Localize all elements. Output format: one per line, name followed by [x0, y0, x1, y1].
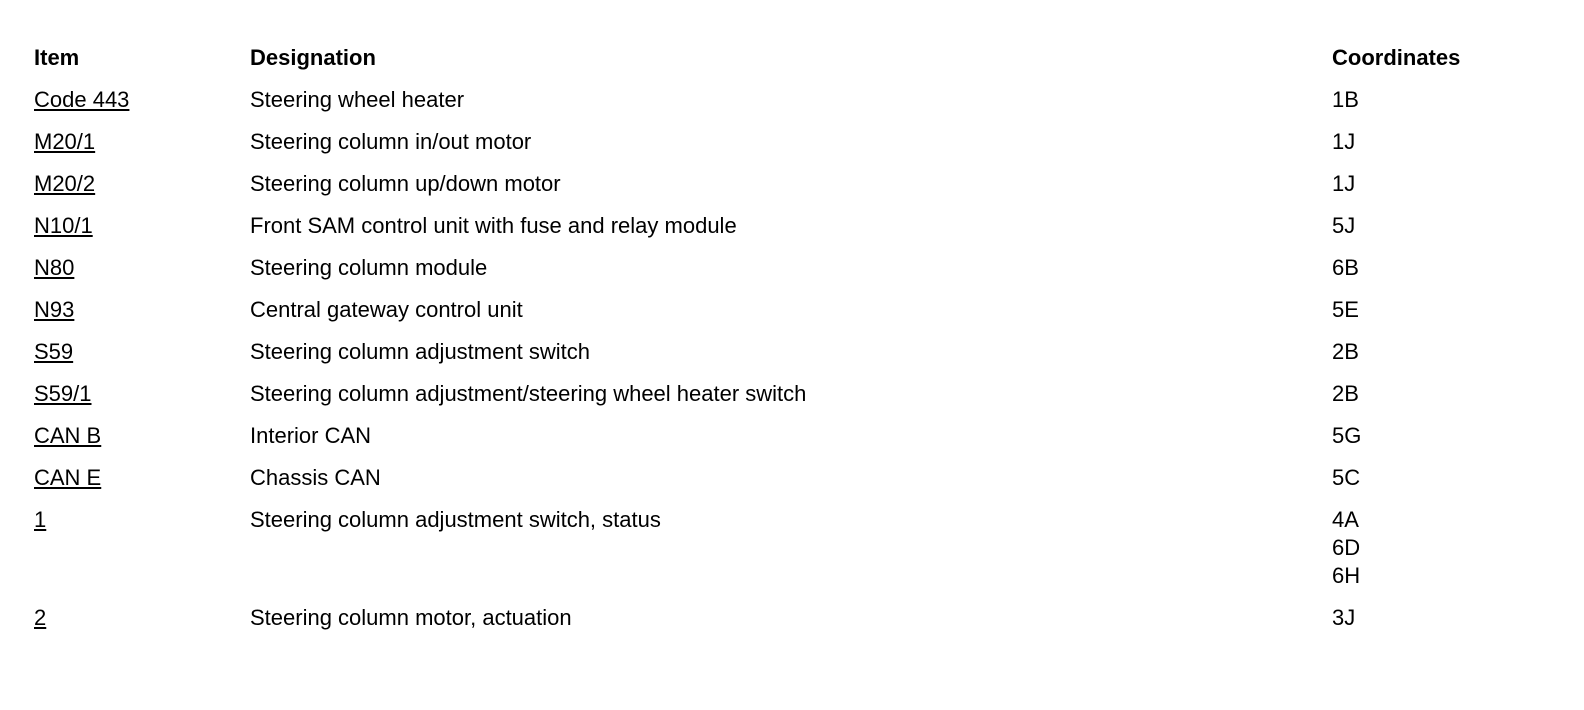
- coordinates-cell: 1J: [1332, 170, 1534, 212]
- item-cell: CAN B: [34, 422, 250, 464]
- item-link[interactable]: CAN E: [34, 465, 102, 490]
- designation-cell: Steering column in/out motor: [250, 129, 532, 154]
- coordinate-value: 1J: [1332, 171, 1356, 196]
- item-link[interactable]: M20/1: [34, 129, 96, 154]
- item-link[interactable]: S59/1: [34, 381, 92, 406]
- item-link[interactable]: N10/1: [34, 213, 93, 238]
- designation-cell: Interior CAN: [250, 423, 372, 448]
- column-header-coordinates: Coordinates: [1332, 45, 1461, 70]
- coordinate-value: 2B: [1332, 339, 1359, 364]
- table-row: 1 Steering column adjustment switch, stat…: [34, 506, 1534, 604]
- designation-cell: Steering column motor, actuation: [250, 605, 572, 630]
- item-link[interactable]: S59: [34, 339, 74, 364]
- item-link[interactable]: N80: [34, 255, 75, 280]
- table-row: N10/1 Front SAM control unit with fuse an…: [34, 212, 1534, 254]
- item-cell: S59/1: [34, 380, 250, 422]
- coordinate-value: 5E: [1332, 297, 1359, 322]
- designation-cell: Front SAM control unit with fuse and rel…: [250, 213, 737, 238]
- table-row: M20/1 Steering column in/out motor 1J: [34, 128, 1534, 170]
- table-row: S59/1 Steering column adjustment/steering…: [34, 380, 1534, 422]
- item-link[interactable]: Code 443: [34, 87, 130, 112]
- designation-cell: Steering column adjustment switch, statu…: [250, 507, 661, 532]
- item-cell: Code 443: [34, 86, 250, 128]
- item-cell: M20/1: [34, 128, 250, 170]
- column-header-designation: Designation: [250, 45, 376, 70]
- table-row: 2 Steering column motor, actuation 3J: [34, 604, 1534, 646]
- coordinate-value: 1J: [1332, 129, 1356, 154]
- item-cell: N10/1: [34, 212, 250, 254]
- designation-cell: Chassis CAN: [250, 465, 381, 490]
- table-row: CAN B Interior CAN 5G: [34, 422, 1534, 464]
- designation-cell: Steering column adjustment/steering whee…: [250, 381, 807, 406]
- coordinate-value: 5G: [1332, 423, 1362, 448]
- item-cell: 2: [34, 604, 250, 646]
- header-row: Item Designation Coordinates: [34, 44, 1534, 86]
- table-row: M20/2 Steering column up/down motor 1J: [34, 170, 1534, 212]
- item-cell: N93: [34, 296, 250, 338]
- coordinates-cell: 6B: [1332, 254, 1534, 296]
- item-cell: CAN E: [34, 464, 250, 506]
- coordinates-cell: 1J: [1332, 128, 1534, 170]
- designation-cell: Steering column up/down motor: [250, 171, 561, 196]
- coordinates-cell: 5E: [1332, 296, 1534, 338]
- table-row: Code 443 Steering wheel heater 1B: [34, 86, 1534, 128]
- designation-cell: Steering column module: [250, 255, 488, 280]
- coordinate-value: 2B: [1332, 381, 1359, 406]
- coordinate-value: 1B: [1332, 87, 1359, 112]
- coordinate-value: 3J: [1332, 605, 1356, 630]
- coordinates-cell: 4A 6D 6H: [1332, 506, 1534, 604]
- coordinate-value: 5C: [1332, 465, 1361, 490]
- coordinates-cell: 2B: [1332, 380, 1534, 422]
- item-link[interactable]: 2: [34, 605, 47, 630]
- item-cell: N80: [34, 254, 250, 296]
- item-cell: 1: [34, 506, 250, 604]
- item-link[interactable]: M20/2: [34, 171, 96, 196]
- coordinates-cell: 2B: [1332, 338, 1534, 380]
- table-row: N93 Central gateway control unit 5E: [34, 296, 1534, 338]
- coordinates-cell: 3J: [1332, 604, 1534, 646]
- item-cell: S59: [34, 338, 250, 380]
- item-link[interactable]: N93: [34, 297, 75, 322]
- coordinates-cell: 5C: [1332, 464, 1534, 506]
- designation-cell: Steering wheel heater: [250, 87, 465, 112]
- item-link[interactable]: 1: [34, 507, 47, 532]
- designation-cell: Steering column adjustment switch: [250, 339, 590, 364]
- designation-cell: Central gateway control unit: [250, 297, 523, 322]
- column-header-item: Item: [34, 45, 80, 70]
- coordinates-cell: 5G: [1332, 422, 1534, 464]
- coordinate-value: 5J: [1332, 213, 1356, 238]
- table-row: CAN E Chassis CAN 5C: [34, 464, 1534, 506]
- coordinate-value: 6B: [1332, 255, 1359, 280]
- coordinates-cell: 5J: [1332, 212, 1534, 254]
- coordinate-value: 6H: [1332, 563, 1361, 588]
- table-row: N80 Steering column module 6B: [34, 254, 1534, 296]
- item-cell: M20/2: [34, 170, 250, 212]
- item-link[interactable]: CAN B: [34, 423, 102, 448]
- table-row: S59 Steering column adjustment switch 2B: [34, 338, 1534, 380]
- coordinates-cell: 1B: [1332, 86, 1534, 128]
- coordinate-value: 6D: [1332, 535, 1361, 560]
- coordinate-value: 4A: [1332, 507, 1359, 532]
